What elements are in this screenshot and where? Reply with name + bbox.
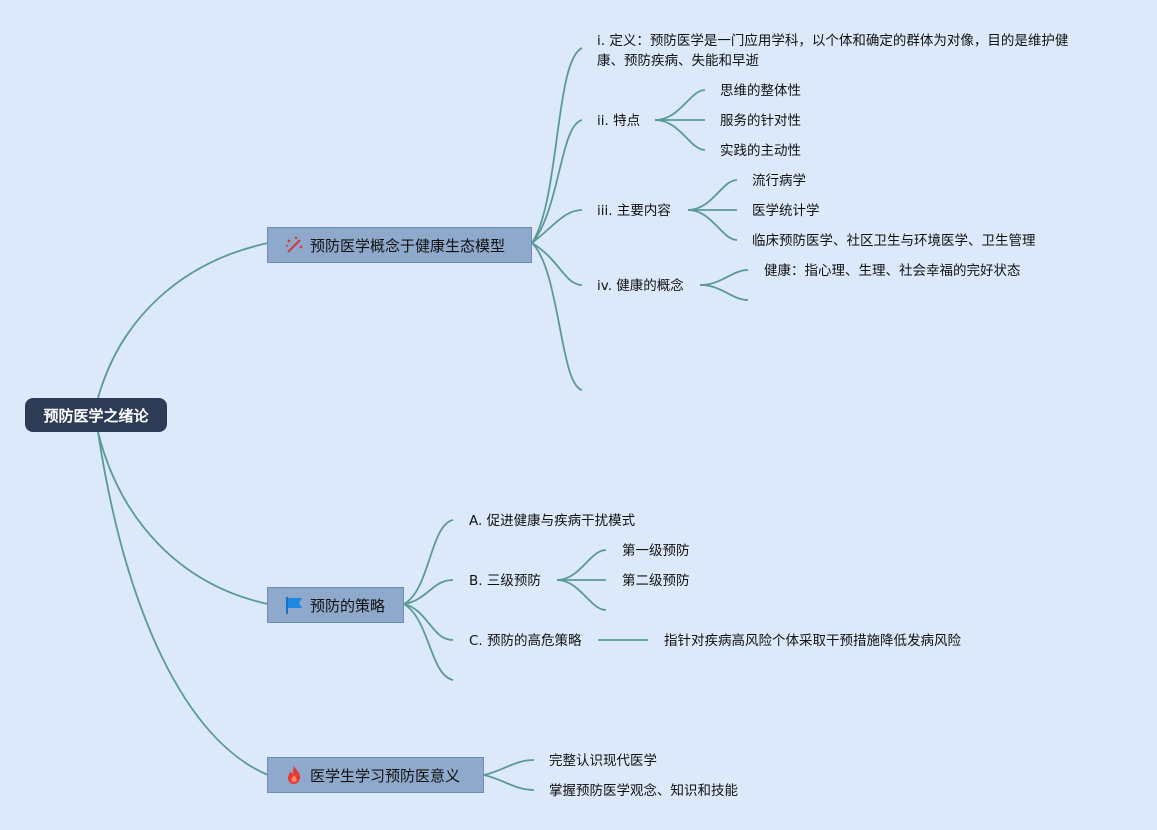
connector-root-branch3 bbox=[97, 431, 269, 776]
connector-root-branch1 bbox=[97, 242, 269, 399]
item-label: 思维的整体性 bbox=[720, 83, 801, 99]
item-label: i. 定义：预防医学是一门应用学科，以个体和确定的群体为对像，目的是维护健康、预… bbox=[597, 33, 1069, 69]
connector-b1-ii bbox=[531, 119, 583, 244]
item-features[interactable]: ii. 特点 bbox=[597, 111, 640, 131]
branch-health-model[interactable]: 预防医学概念于健康生态模型 bbox=[267, 227, 532, 263]
branch-prevention-strategy[interactable]: 预防的策略 bbox=[267, 587, 404, 623]
item-understand-medicine[interactable]: 完整认识现代医学 bbox=[549, 751, 657, 771]
flag-icon bbox=[284, 595, 304, 615]
branch-title: 医学生学习预防医意义 bbox=[310, 766, 461, 785]
item-high-risk[interactable]: C. 预防的高危策略 bbox=[469, 631, 582, 651]
connector-b2-empty bbox=[403, 603, 454, 681]
wand-icon bbox=[284, 235, 304, 255]
item-label: ii. 特点 bbox=[597, 113, 641, 129]
connector-b1-iv bbox=[531, 242, 583, 286]
item-label: 医学统计学 bbox=[752, 203, 820, 219]
connector-b2-C bbox=[403, 603, 454, 641]
item-label: 指针对疾病高风险个体采取干预措施降低发病风险 bbox=[664, 633, 961, 649]
connector-b2-A bbox=[403, 519, 454, 605]
item-label: iii. 主要内容 bbox=[597, 203, 671, 219]
item-label: A. 促进健康与疾病干扰模式 bbox=[469, 513, 636, 529]
connector-b1-i bbox=[531, 47, 583, 244]
item-label: 实践的主动性 bbox=[720, 143, 801, 159]
item-label: 完整认识现代医学 bbox=[549, 753, 657, 769]
item-label: 第二级预防 bbox=[622, 573, 690, 589]
item-label: 健康：指心理、生理、社会幸福的完好状态 bbox=[764, 263, 1021, 279]
subitem-health-definition[interactable]: 健康：指心理、生理、社会幸福的完好状态 bbox=[764, 261, 1021, 281]
connector-b1-empty bbox=[531, 242, 583, 391]
item-label: 流行病学 bbox=[752, 173, 806, 189]
connector-b3-1 bbox=[483, 759, 535, 776]
connector-b1-iii bbox=[531, 209, 583, 244]
subitem-content-1[interactable]: 流行病学 bbox=[752, 171, 806, 191]
item-main-content[interactable]: iii. 主要内容 bbox=[597, 201, 671, 221]
subitem-high-risk-definition[interactable]: 指针对疾病高风险个体采取干预措施降低发病风险 bbox=[664, 631, 961, 651]
connector-ii-3 bbox=[654, 119, 706, 151]
item-definition[interactable]: i. 定义：预防医学是一门应用学科，以个体和确定的群体为对像，目的是维护健康、预… bbox=[597, 31, 1092, 71]
subitem-features-3[interactable]: 实践的主动性 bbox=[720, 141, 801, 161]
subitem-level-2[interactable]: 第二级预防 bbox=[622, 571, 690, 591]
root-topic[interactable]: 预防医学之绪论 bbox=[25, 398, 167, 432]
subitem-features-2[interactable]: 服务的针对性 bbox=[720, 111, 801, 131]
item-label: B. 三级预防 bbox=[469, 573, 541, 589]
connector-iii-3 bbox=[687, 209, 738, 241]
item-health-promotion[interactable]: A. 促进健康与疾病干扰模式 bbox=[469, 511, 635, 531]
item-label: iv. 健康的概念 bbox=[597, 278, 684, 294]
subitem-content-2[interactable]: 医学统计学 bbox=[752, 201, 820, 221]
item-three-level[interactable]: B. 三级预防 bbox=[469, 571, 541, 591]
connector-iii-1 bbox=[687, 179, 738, 211]
root-title: 预防医学之绪论 bbox=[43, 406, 149, 425]
item-label: 第一级预防 bbox=[622, 543, 690, 559]
item-label: 临床预防医学、社区卫生与环境医学、卫生管理 bbox=[752, 233, 1036, 249]
item-label: 掌握预防医学观念、知识和技能 bbox=[549, 783, 738, 799]
connector-root-branch2 bbox=[97, 431, 269, 605]
item-label: 服务的针对性 bbox=[720, 113, 801, 129]
connector-ii-1 bbox=[654, 89, 706, 121]
connector-B-1 bbox=[556, 549, 607, 581]
connector-iv-2 bbox=[699, 284, 749, 301]
connector-B-3 bbox=[556, 579, 607, 611]
branch-title: 预防的策略 bbox=[310, 596, 386, 615]
subitem-level-1[interactable]: 第一级预防 bbox=[622, 541, 690, 561]
connector-iv-1 bbox=[699, 269, 749, 286]
branch-study-significance[interactable]: 医学生学习预防医意义 bbox=[267, 757, 484, 793]
item-health-concept[interactable]: iv. 健康的概念 bbox=[597, 276, 684, 296]
item-master-prevention[interactable]: 掌握预防医学观念、知识和技能 bbox=[549, 781, 738, 801]
branch-title: 预防医学概念于健康生态模型 bbox=[310, 236, 506, 255]
connector-b3-2 bbox=[483, 774, 535, 791]
subitem-content-3[interactable]: 临床预防医学、社区卫生与环境医学、卫生管理 bbox=[752, 231, 1036, 251]
subitem-features-1[interactable]: 思维的整体性 bbox=[720, 81, 801, 101]
connector-b2-B bbox=[403, 579, 454, 605]
fire-icon bbox=[284, 765, 304, 785]
item-label: C. 预防的高危策略 bbox=[469, 633, 582, 649]
